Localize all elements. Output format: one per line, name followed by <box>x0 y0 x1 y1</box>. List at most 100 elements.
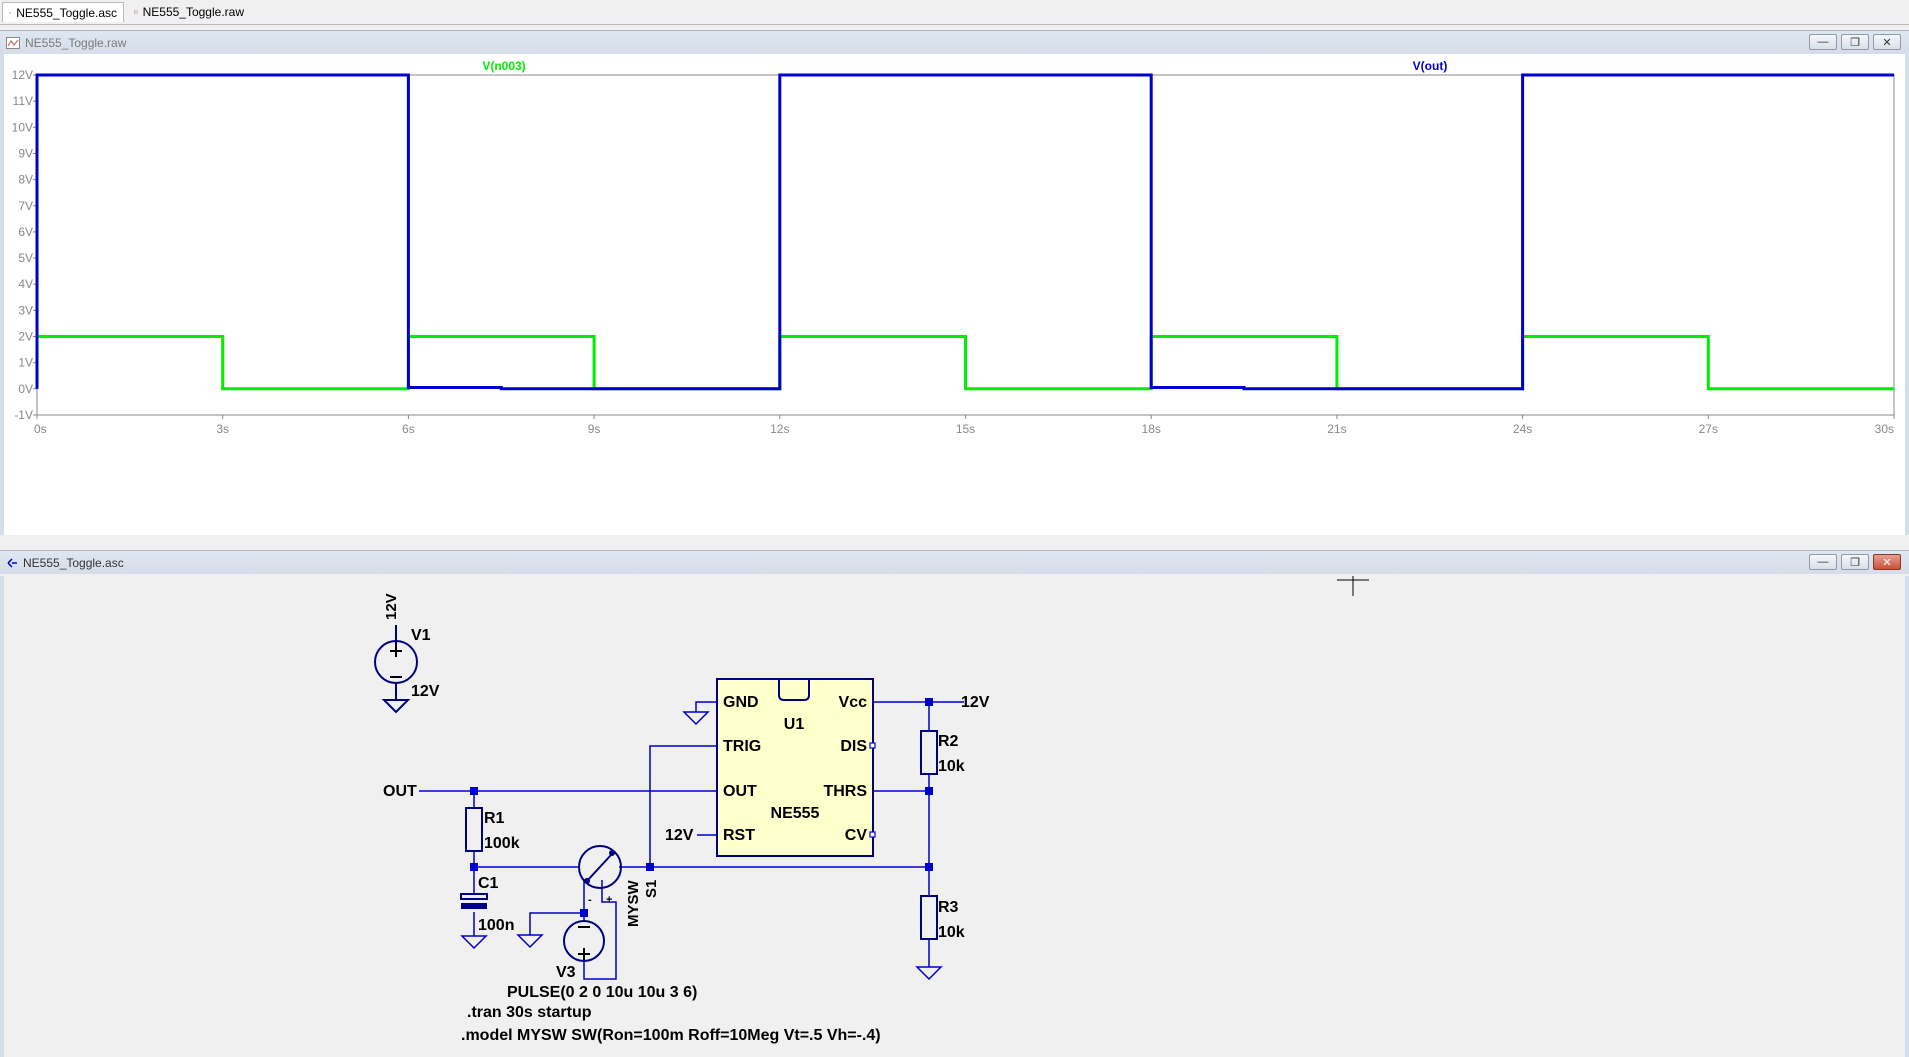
y-tick-label: 4V <box>18 277 33 291</box>
y-tick-label: 8V <box>18 173 33 187</box>
r2-value: 10k <box>938 758 965 775</box>
y-tick-label: -1V <box>14 408 33 422</box>
pin-gnd-label: GND <box>723 694 759 711</box>
s1-minus: - <box>588 894 592 906</box>
x-tick-label: 12s <box>770 422 789 436</box>
out-net-label: OUT <box>383 783 417 800</box>
vcc-net-label: 12V <box>961 694 990 711</box>
x-tick-label: 21s <box>1327 422 1346 436</box>
close-button[interactable]: ✕ <box>1873 554 1901 570</box>
restore-button[interactable]: ❐ <box>1841 34 1869 50</box>
y-tick-label: 10V <box>12 120 33 134</box>
x-tick-label: 3s <box>216 422 229 436</box>
minimize-button[interactable]: — <box>1809 554 1837 570</box>
r1-resistor[interactable] <box>465 807 483 852</box>
c1-name: C1 <box>478 875 499 892</box>
v3-name: V3 <box>556 964 576 981</box>
close-icon: ✕ <box>1882 36 1892 49</box>
tran-directive[interactable]: .tran 30s startup <box>467 1004 592 1021</box>
s1-voltage-switch[interactable] <box>578 845 622 889</box>
waveform-icon <box>6 36 20 49</box>
c1-capacitor[interactable] <box>460 893 488 909</box>
x-tick-label: 6s <box>402 422 415 436</box>
trace-v-out[interactable] <box>35 73 1894 391</box>
y-tick-label: 11V <box>13 94 33 108</box>
s1-plus: + <box>606 894 612 906</box>
y-tick-label: 1V <box>18 356 33 370</box>
tab-label: NE555_Toggle.raw <box>142 5 244 19</box>
junction-dots <box>470 698 933 917</box>
rst-net-label: 12V <box>665 827 694 844</box>
v1-voltage-source[interactable] <box>374 625 418 714</box>
pin-dis-label: DIS <box>840 738 867 755</box>
schematic-pane[interactable]: 12V V1 12V GND Vcc U1 TRIG DIS OUT THRS … <box>0 576 1909 1057</box>
v1-name: V1 <box>411 627 431 644</box>
waveform-chart[interactable]: -1V 0V 1V 2V 3V 4V 5V 6V 7V 8V 9V 10V 11V 12V 0s 3s 6s 9… <box>4 54 1905 535</box>
model-directive[interactable]: .model MYSW SW(Ron=100m Roff=10Meg Vt=.5… <box>461 1027 881 1044</box>
y-tick-label: 6V <box>18 225 33 239</box>
minimize-icon: — <box>1817 556 1829 568</box>
r3-value: 10k <box>938 924 965 941</box>
pin-out-label: OUT <box>723 783 757 800</box>
pin-vcc-label: Vcc <box>839 694 868 711</box>
tab-waveform[interactable]: NE555_Toggle.raw <box>128 2 250 22</box>
crosshair-cursor-icon <box>1337 576 1369 596</box>
r1-name: R1 <box>484 810 505 827</box>
r1-value: 100k <box>484 835 520 852</box>
waveform-plot-pane[interactable]: -1V 0V 1V 2V 3V 4V 5V 6V 7V 8V 9V 10V 11V 12V 0s 3s 6s 9… <box>0 54 1909 535</box>
x-tick-label: 24s <box>1513 422 1532 436</box>
trace-v-n003[interactable] <box>35 335 1894 391</box>
x-tick-label: 30s <box>1875 422 1894 436</box>
y-tick-label: 5V <box>18 251 33 265</box>
x-tick-label: 15s <box>956 422 975 436</box>
s1-name: S1 <box>643 880 660 898</box>
tab-label: NE555_Toggle.asc <box>16 5 117 20</box>
wires <box>419 701 964 980</box>
schematic-icon <box>7 557 17 568</box>
pin-rst-label: RST <box>723 827 755 844</box>
pin-thrs-label: THRS <box>823 783 867 800</box>
x-tick-label: 18s <box>1142 422 1161 436</box>
restore-button[interactable]: ❐ <box>1841 554 1869 570</box>
ne555-u1[interactable] <box>716 678 874 857</box>
r2-resistor[interactable] <box>920 730 938 775</box>
close-icon: ✕ <box>1882 556 1892 569</box>
x-tick-label: 0s <box>34 422 47 436</box>
minimize-button[interactable]: — <box>1809 34 1837 50</box>
x-tick-label: 9s <box>588 422 601 436</box>
schematic-canvas[interactable]: 12V V1 12V GND Vcc U1 TRIG DIS OUT THRS … <box>4 576 1905 1057</box>
plot-window-title: NE555_Toggle.raw <box>25 35 127 50</box>
r3-resistor[interactable] <box>920 895 938 940</box>
y-tick-label: 3V <box>18 303 33 317</box>
open-pin-markers <box>869 742 876 838</box>
v3-value: PULSE(0 2 0 10u 10u 3 6) <box>507 984 697 1001</box>
u1-model: NE555 <box>771 805 820 822</box>
ground-symbols <box>460 711 943 981</box>
document-tab-bar: NE555_Toggle.asc NE555_Toggle.raw <box>0 0 1909 25</box>
legend-entry[interactable]: V(out) <box>1413 59 1448 73</box>
r2-name: R2 <box>938 733 959 750</box>
close-button[interactable]: ✕ <box>1873 34 1901 50</box>
plot-window-titlebar[interactable]: NE555_Toggle.raw — ❐ ✕ <box>0 30 1909 54</box>
legend-entry[interactable]: V(n003) <box>482 59 525 73</box>
r3-name: R3 <box>938 899 959 916</box>
s1-model: MYSW <box>625 879 642 927</box>
v3-pulse-source[interactable] <box>563 920 605 962</box>
schematic-window-titlebar[interactable]: NE555_Toggle.asc — ❐ ✕ <box>0 550 1909 574</box>
tab-schematic[interactable]: NE555_Toggle.asc <box>2 2 124 22</box>
schematic-window-title: NE555_Toggle.asc <box>23 555 124 570</box>
schematic-icon <box>9 11 12 14</box>
c1-value: 100n <box>478 917 514 934</box>
pin-trig-label: TRIG <box>723 738 761 755</box>
y-tick-label: 9V <box>18 146 33 160</box>
y-tick-label: 2V <box>18 330 33 344</box>
y-tick-label: 0V <box>18 382 33 396</box>
pin-cv-label: CV <box>845 827 868 844</box>
y-tick-label: 7V <box>18 199 33 213</box>
y-tick-label: 12V <box>12 68 33 82</box>
restore-icon: ❐ <box>1850 36 1860 49</box>
x-tick-label: 27s <box>1699 422 1718 436</box>
waveform-icon <box>134 10 138 14</box>
v1-value: 12V <box>411 683 440 700</box>
restore-icon: ❐ <box>1850 556 1860 569</box>
